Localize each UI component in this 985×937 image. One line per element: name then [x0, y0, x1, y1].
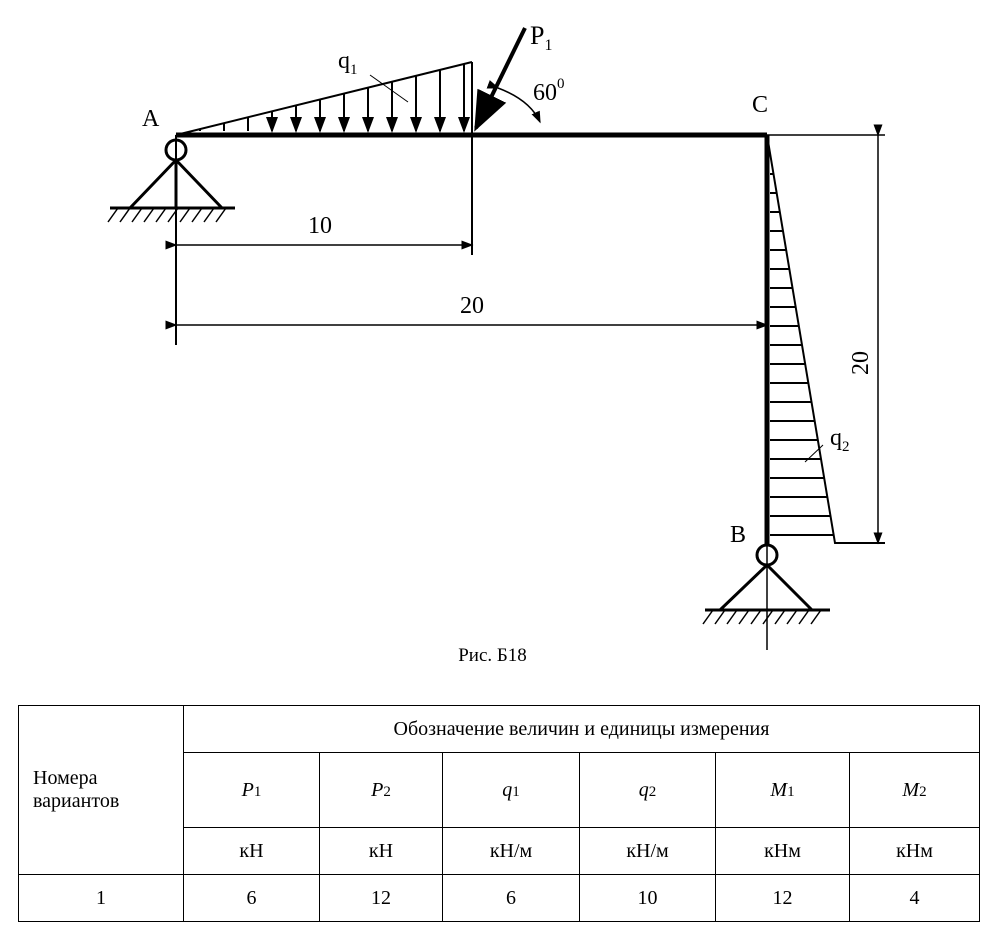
ground-hatch [798, 609, 810, 625]
ground-hatch [726, 609, 738, 625]
q2-load [766, 134, 885, 544]
ground-hatch [750, 609, 762, 625]
q1-load [175, 61, 473, 136]
variant-number: 1 [18, 874, 184, 922]
ground-hatch [774, 609, 786, 625]
label-q2: q2 [830, 425, 850, 455]
symbol-cell: P1 [183, 752, 320, 828]
dim-20-vertical: 20 [848, 351, 874, 375]
ground-hatch [179, 207, 191, 223]
label-b: B [730, 522, 746, 548]
value-cell: 6 [183, 874, 320, 922]
unit-cell: кНм [849, 827, 980, 875]
ground-hatch [810, 609, 822, 625]
symbol-cell: M1 [715, 752, 850, 828]
value-cell: 12 [715, 874, 850, 922]
ground-hatch [107, 207, 119, 223]
label-q1: q1 [338, 48, 358, 78]
label-a: A [142, 106, 160, 132]
support-a [110, 138, 235, 210]
group-header: Обозначение величин и единицы измерения [183, 705, 980, 753]
ground-hatch [215, 207, 227, 223]
support-b [705, 543, 830, 612]
unit-cell: кН/м [579, 827, 716, 875]
ground-hatch [143, 207, 155, 223]
ground-hatch [702, 609, 714, 625]
dim-10: 10 [308, 213, 332, 239]
symbol-cell: M2 [849, 752, 980, 828]
ground-hatch [131, 207, 143, 223]
value-cell: 4 [849, 874, 980, 922]
value-cell: 12 [319, 874, 443, 922]
ground-hatch [119, 207, 131, 223]
beam-diagram: A C B q1 P1 600 q2 10 20 20 [107, 21, 885, 650]
p1-force-arrow [474, 27, 527, 132]
figure-caption: Рис. Б18 [458, 645, 527, 666]
value-cell: 6 [442, 874, 580, 922]
label-angle: 600 [533, 76, 565, 106]
unit-cell: кН [183, 827, 320, 875]
ground-hatch [155, 207, 167, 223]
value-cell: 10 [579, 874, 716, 922]
ground-hatch [191, 207, 203, 223]
unit-cell: кН [319, 827, 443, 875]
ground-hatch [167, 207, 179, 223]
dim-20-horizontal: 20 [460, 293, 484, 319]
ground-hatch [714, 609, 726, 625]
ground-hatch [762, 609, 774, 625]
label-c: C [752, 92, 768, 118]
variants-table: Номера вариантов Обозначение величин и е… [18, 705, 980, 922]
unit-cell: кН/м [442, 827, 580, 875]
symbol-cell: q2 [579, 752, 716, 828]
unit-cell: кНм [715, 827, 850, 875]
label-p1: P1 [530, 21, 552, 54]
ground-hatch [203, 207, 215, 223]
symbol-cell: P2 [319, 752, 443, 828]
ground-hatch [738, 609, 750, 625]
ground-hatch [786, 609, 798, 625]
symbol-cell: q1 [442, 752, 580, 828]
row-header: Номера вариантов [18, 705, 184, 875]
